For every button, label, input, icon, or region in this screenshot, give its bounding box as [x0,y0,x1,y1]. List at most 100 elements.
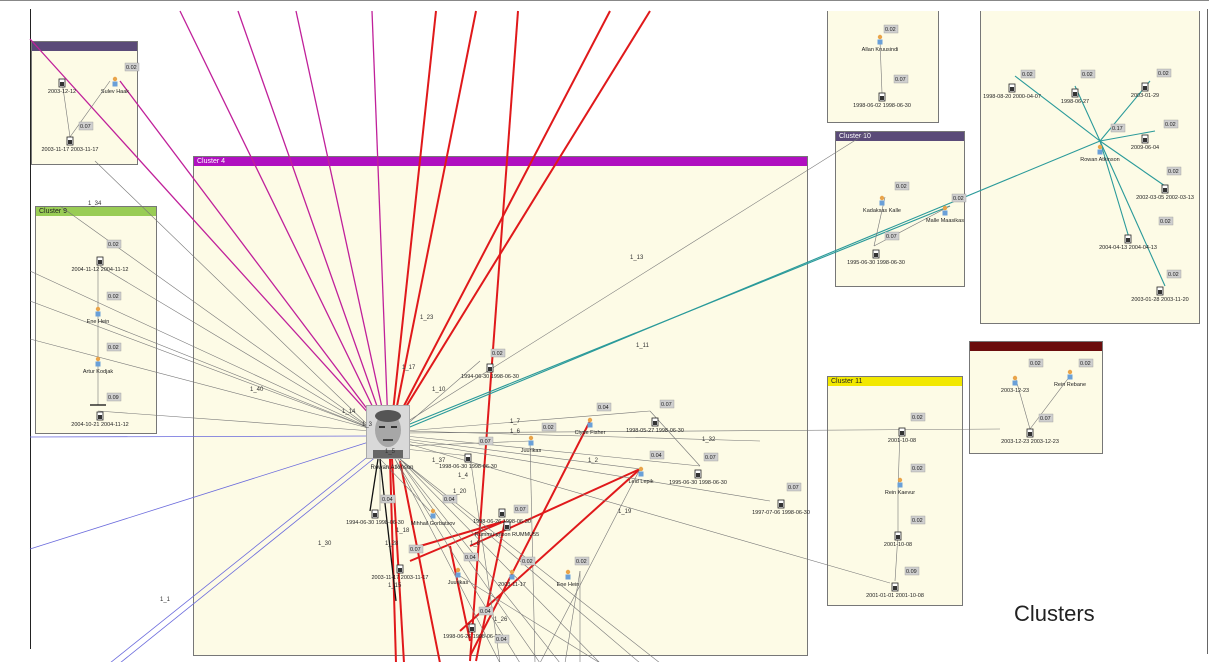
event-mark-icon [1028,432,1032,436]
graph-node[interactable]: 1998-06-26 1998-06-30 [473,508,531,525]
graph-node[interactable]: 2003-01-28 2003-11-20 [1131,286,1189,303]
weight-badge: 0.04 [380,494,396,504]
weight-badge-bg [910,463,926,473]
graph-node[interactable]: 2003-11-17 [498,569,526,588]
graph-node[interactable]: Rein Kaevur [885,477,915,496]
node-label: 2009-06-04 [1131,145,1159,151]
weight-value: 0.02 [543,425,554,431]
person-icon [877,34,883,40]
event-mark-icon [880,96,884,100]
graph-node[interactable]: Allan Kruusindi [862,34,899,53]
graph-node[interactable]: 2002-03-05 2002-03-13 [1136,184,1194,201]
cluster-top-right[interactable] [980,11,1200,324]
weight-badge-bg [408,544,424,554]
node-label: 2003-12-23 [1001,388,1029,394]
graph-node[interactable]: 1998-06-26 1998-06-26 [443,623,501,640]
weight-badge-bg [1038,413,1054,423]
node-label: 1995-06-30 1998-06-30 [847,260,905,266]
event-mark-icon [488,367,492,371]
graph-node[interactable]: Kadaksas Kalle [863,195,901,214]
graph-node[interactable]: Rummu prison RUMMU55 [475,521,540,538]
cluster-top-left[interactable] [31,41,138,165]
node-label: Rein Rebane [1054,382,1086,388]
weight-value: 0.02 [576,559,587,565]
graph-node[interactable]: Rein Rebane [1054,369,1086,388]
graph-node[interactable]: 1998-05-27 1998-06-30 [626,417,684,434]
graph-node[interactable]: 1998-06-30 1998-06-30 [439,453,497,470]
edge-label: 1_1 [160,597,171,603]
central-person-photo[interactable] [366,405,410,459]
edge-label: 1_11 [636,343,650,349]
weight-value: 0.07 [886,234,897,240]
person-icon [95,306,101,312]
person-body-icon [587,422,593,428]
graph-node[interactable]: 2003-11-17 2003-11-17 [372,564,429,581]
weight-badge: 0.17 [1110,123,1126,133]
weight-badge-bg [106,342,122,352]
graph-node[interactable]: 2004-10-21 2004-11-12 [71,411,129,428]
weight-badge-bg [478,606,494,616]
weight-value: 0.07 [661,402,672,408]
graph-node[interactable]: 1998-06-02 1998-06-30 [853,92,911,109]
graph-node[interactable]: 1995-06-30 1998-06-30 [669,469,727,486]
graph-node[interactable]: Artur Kodjak [83,356,114,375]
weight-value: 0.04 [465,555,476,561]
graph-node[interactable]: 2003-12-23 2003-12-23 [1001,428,1059,445]
graph-node[interactable]: Leid Lepik [628,466,654,485]
weight-value: 0.09 [108,395,119,401]
person-body-icon [455,572,461,578]
node-label: Juurikas [448,580,469,586]
weight-badge: 0.07 [786,482,802,492]
graph-node[interactable]: 1997-07-06 1998-06-30 [752,499,810,516]
cluster-11[interactable]: Cluster 11 [827,376,963,606]
weight-badge-bg [1078,358,1094,368]
weight-value: 0.02 [1168,169,1179,175]
graph-node[interactable]: 1995-06-30 1998-06-30 [847,249,905,266]
person-body-icon [1012,380,1018,386]
node-label: 2004-10-21 2004-11-12 [71,422,128,428]
graph-node[interactable]: 1994-06-30 1998-06-30 [346,509,404,526]
weight-badge: 0.02 [1020,69,1036,79]
node-label: 1998-06-26 1998-06-26 [443,634,501,640]
graph-node[interactable]: 2003-11-17 2003-11-17 [42,136,99,153]
weight-value: 0.07 [1040,416,1051,422]
person-body-icon [430,513,436,519]
graph-node[interactable]: 2009-06-04 [1131,134,1159,151]
event-mark-icon [98,260,102,264]
graph-node[interactable]: Clyde Fisher [575,417,606,436]
weight-badge: 0.02 [910,412,926,422]
weight-value: 0.04 [651,453,662,459]
weight-badge: 0.02 [1166,166,1182,176]
node-label: 2004-11-12 2004-11-12 [72,267,129,273]
graph-node[interactable]: Malle Maasikas [926,205,964,224]
node-label: Ene Hein [557,582,580,588]
node-label: 2003-11-17 2003-11-17 [372,575,429,581]
graph-node[interactable]: 2001-10-08 [884,531,912,548]
graph-node[interactable]: Sulev Haak [101,76,129,95]
graph-node[interactable]: 2001-10-08 [888,427,916,444]
graph-node[interactable]: 1998-08-20 2000-04-07 [983,83,1041,100]
node-label: Artur Kodjak [83,369,114,375]
graph-node[interactable]: Ene Hein [87,306,110,325]
weight-value: 0.02 [885,27,896,33]
graph-node[interactable]: Rowan Atkinson [1080,144,1120,163]
graph-node[interactable]: Juurikas [448,567,469,586]
weight-badge-bg [893,74,909,84]
graph-node[interactable]: 1998-06-27 [1061,88,1089,105]
graph-node[interactable]: 1994-06-30 1998-06-30 [461,363,519,380]
graph-node[interactable]: 2003-12-23 [1001,375,1029,394]
weight-badge-bg [124,62,140,72]
graph-node[interactable]: 2004-11-12 2004-11-12 [72,256,129,273]
cluster-top-mid[interactable] [827,11,939,123]
weight-value: 0.02 [108,294,119,300]
graph-node[interactable]: 2001-01-01 2001-10-08 [866,582,924,599]
weight-badge-bg [596,402,612,412]
graph-node[interactable]: 2003-12-12 [48,78,76,95]
graph-node[interactable]: 2004-04-13 2004-04-13 [1099,234,1157,251]
graph-node[interactable]: Mihhail Gorbatsov [411,508,456,527]
node-label: 1998-08-20 2000-04-07 [983,94,1041,100]
graph-node[interactable]: Ene Hein [557,569,580,588]
graph-node[interactable]: 2003-01-29 [1131,82,1159,99]
graph-node[interactable]: Juurikas [521,435,542,454]
